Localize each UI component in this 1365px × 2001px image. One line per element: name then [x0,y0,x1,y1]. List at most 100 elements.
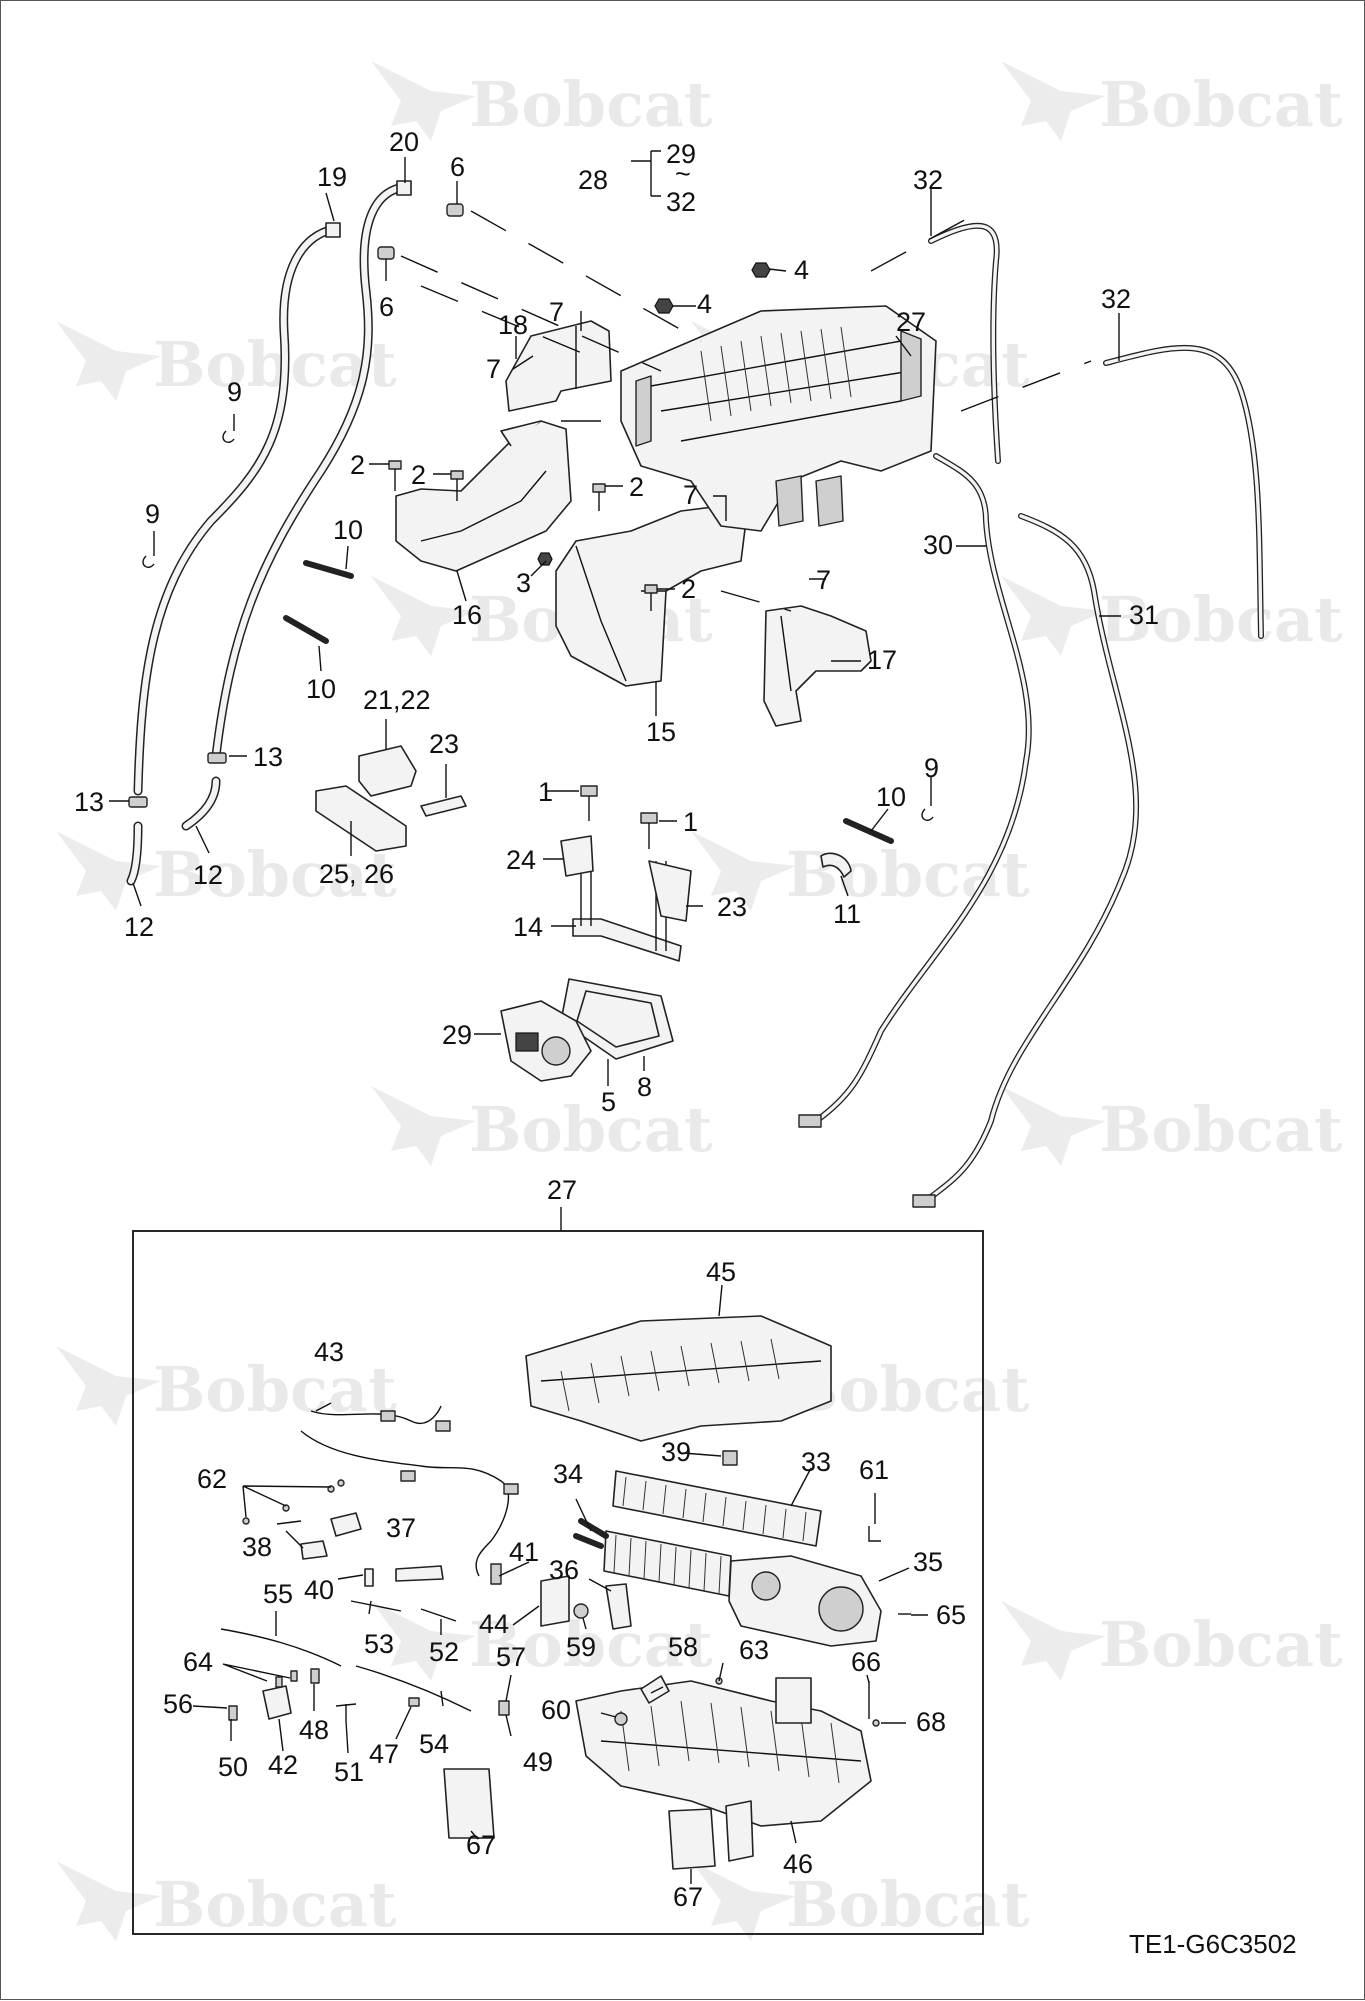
callout-10: 10 [306,674,336,704]
watermark-text: Bobcat [1099,1093,1343,1166]
callout-43: 43 [314,1337,344,1367]
callout-53: 53 [364,1629,394,1659]
screw-2 [388,460,402,491]
sensor-60 [614,1712,628,1726]
sensor-39 [722,1450,738,1466]
callout-41: 41 [509,1537,539,1567]
servo-42 [262,1685,292,1720]
callout-54: 54 [419,1729,449,1759]
blower-motor-29 [500,1000,592,1082]
watermark-text: Bobcat [469,68,713,141]
callout-25-26: 25, 26 [319,859,394,889]
callout-29: 29 [666,139,696,169]
watermark-logo: Bobcat [56,1861,397,1941]
callout-47: 47 [369,1739,399,1769]
tube-53 [350,1600,402,1612]
callout-6: 6 [379,292,394,322]
callout-9: 9 [145,499,160,529]
callout-7: 7 [816,565,831,595]
callout-32: 32 [913,165,943,195]
callout-50: 50 [218,1752,248,1782]
watermark-logo: Bobcat [1001,576,1343,656]
clip-59 [573,1603,589,1619]
callout-46: 46 [783,1849,813,1879]
actuator-38 [300,1540,328,1560]
callout-66: 66 [851,1647,881,1677]
watermark-layer: Bobcat ® Bobcat ® Bobcat Bobcat Bobcat B… [56,61,1343,1941]
tube-54 [355,1665,472,1712]
watermark-text: Bobcat [786,1868,1030,1941]
tie-strap-10 [843,818,894,844]
hose-end [396,180,412,196]
air-duct-16 [395,420,572,572]
watermark-text: Bobcat [786,838,1030,911]
upper-case-45 [525,1315,832,1442]
bracket-24 [560,835,594,877]
hvac-exploded-box-27: 27 [132,1175,984,1935]
heater-core-33 [612,1470,822,1547]
refrigerant-hose-31 [912,513,1140,1208]
watermark-logo: Bobcat [56,321,397,401]
air-duct-17 [763,605,872,727]
callout-9: 9 [227,377,242,407]
callout-1: 1 [538,777,553,807]
panel-44 [540,1575,570,1627]
callout-13: 13 [74,787,104,817]
watermark-text: Bobcat [153,838,397,911]
callout-23: 23 [717,892,747,922]
callout-4: 4 [794,255,809,285]
callout-12: 12 [124,912,154,942]
detail-frame [132,1230,984,1935]
filter-panel [775,1677,812,1724]
watermark-text: Bobcat [153,1353,397,1426]
gasket-36 [605,1583,632,1630]
callout-42: 42 [268,1750,298,1780]
sensor-56 [228,1705,238,1721]
gasket-8 [560,978,674,1060]
watermark-logo: Bobcat [56,831,397,911]
lower-case-46 [575,1677,872,1827]
callout-12: 12 [193,860,223,890]
watermark-text: Bobcat [1099,583,1343,656]
clip-11 [820,852,852,878]
screw-2 [592,483,606,511]
svg-text:®: ® [669,114,683,130]
callout-1: 1 [683,807,698,837]
callout-40: 40 [304,1575,334,1605]
blower-housing-35 [728,1555,882,1647]
callout-44: 44 [479,1609,509,1639]
nut-4 [751,262,771,278]
actuator-37 [330,1512,362,1537]
callout-19: 19 [317,162,347,192]
clip-62 [242,1479,345,1525]
callout-32: 32 [1101,284,1131,314]
bracket-61 [868,1526,881,1542]
seal-kit-21-22 [358,745,417,797]
hose-end [325,222,341,238]
callout-10: 10 [333,515,363,545]
watermark-text: Bobcat [469,1093,713,1166]
watermark-text: Bobcat [469,1608,713,1681]
clip-9 [222,430,235,443]
tube-52 [420,1608,457,1622]
callout-27: 27 [547,1175,577,1205]
callout-8: 8 [637,1072,652,1102]
heater-hose-19 [133,222,341,796]
watermark-logo: Bobcat [371,1601,713,1681]
valve-58 [640,1675,670,1704]
leader-lines-upper [109,150,1121,1086]
screw-2 [450,470,464,501]
refrigerant-hose-32-upper [928,222,1001,464]
wire-harness-43 [300,1405,519,1577]
drawing-code: TE1-G6C3502 [1129,1929,1297,1959]
callout-65: 65 [936,1600,966,1630]
tie-strap-10 [283,615,329,644]
callout-5: 5 [601,1087,616,1117]
callout-2: 2 [350,450,365,480]
watermark-text: Bobcat [153,1868,397,1941]
callout-63: 63 [739,1635,769,1665]
air-duct-18 [505,320,612,412]
screw-1 [640,812,658,849]
clip-9 [921,808,934,821]
